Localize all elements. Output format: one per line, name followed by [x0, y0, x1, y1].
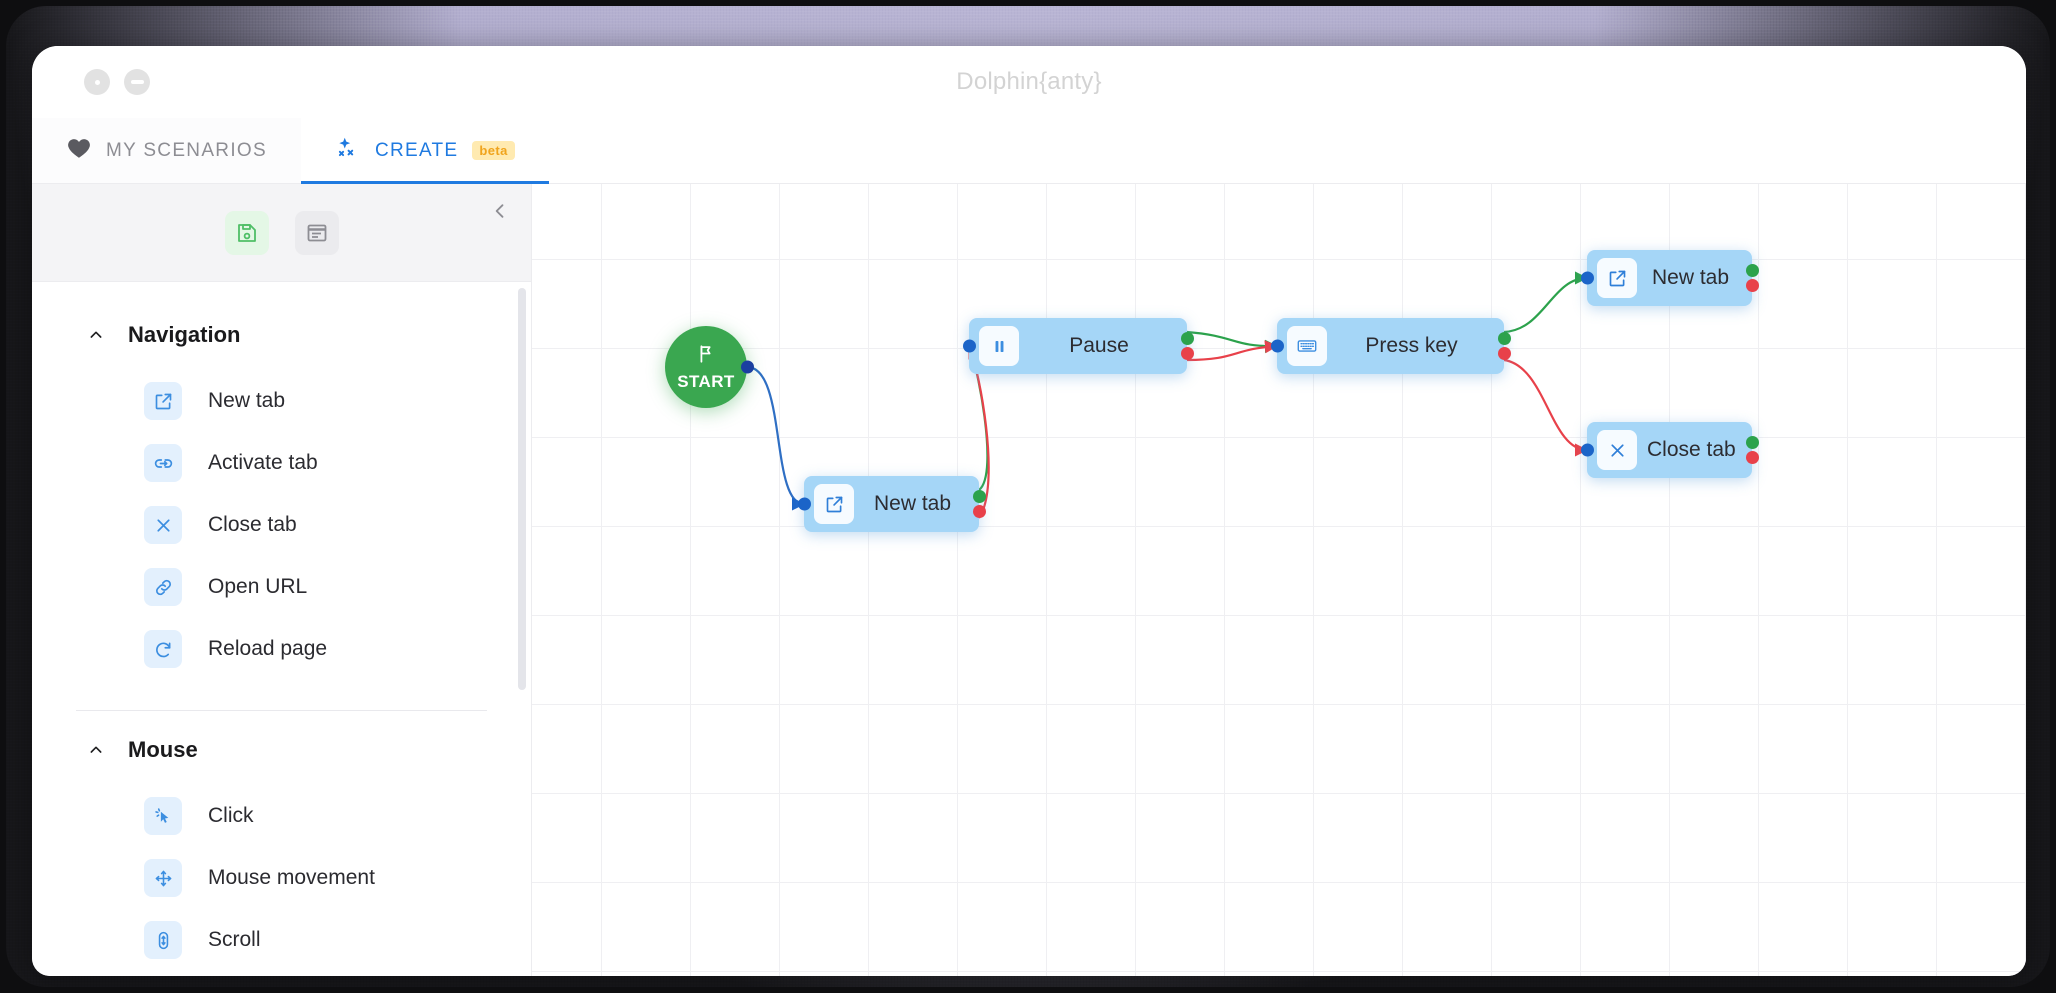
flow-node-start[interactable]: START [665, 326, 754, 408]
flow-node-close-tab[interactable]: Close tab [1580, 422, 1759, 478]
main-body: Navigation New tab [32, 184, 2026, 976]
node-failure-port[interactable] [1745, 279, 1759, 292]
refresh-icon [144, 630, 182, 668]
flow-node-new-tab-2[interactable]: New tab [1580, 250, 1759, 306]
node-success-port[interactable] [1497, 332, 1511, 345]
node-success-port[interactable] [1745, 264, 1759, 277]
node-input-port[interactable] [1270, 339, 1284, 353]
sparkle-icon [335, 135, 361, 167]
node-input-port[interactable] [1580, 443, 1594, 457]
title-bar: Dolphin{anty} [32, 46, 2026, 118]
sidebar-item-label: Open URL [208, 575, 308, 598]
sidebar-item-new-tab[interactable]: New tab [32, 370, 531, 432]
sidebar-item-reload-page[interactable]: Reload page [32, 618, 531, 680]
dot-icon [94, 79, 100, 85]
scroll-icon [144, 921, 182, 959]
chain-link-icon [144, 568, 182, 606]
sidebar-item-label: Scroll [208, 928, 261, 951]
sidebar-item-click[interactable]: Click [32, 785, 531, 847]
start-output-port[interactable] [740, 360, 754, 374]
sidebar-scroll-area[interactable]: Navigation New tab [32, 282, 531, 976]
group-title-navigation: Navigation [128, 322, 241, 347]
tab-my-scenarios-label: MY SCENARIOS [106, 139, 267, 161]
window-controls [84, 69, 150, 95]
sidebar-item-open-url[interactable]: Open URL [32, 556, 531, 618]
node-failure-port[interactable] [1180, 347, 1194, 360]
flow-node-new-tab-1[interactable]: New tab [797, 476, 986, 532]
flag-icon [695, 343, 717, 370]
window-dot-button[interactable] [84, 69, 110, 95]
cursor-click-icon [144, 797, 182, 835]
close-x-icon [144, 506, 182, 544]
node-input-port[interactable] [797, 497, 811, 511]
group-header-mouse[interactable]: Mouse [32, 723, 531, 777]
sidebar-item-label: Reload page [208, 637, 328, 660]
sidebar-scrollbar-thumb[interactable] [518, 288, 526, 690]
sidebar-item-activate-tab[interactable]: Activate tab [32, 432, 531, 494]
node-success-port[interactable] [972, 490, 986, 503]
sidebar-item-label: New tab [208, 389, 286, 412]
node-failure-port[interactable] [1745, 451, 1759, 464]
node-input-port[interactable] [1580, 271, 1594, 285]
node-success-port[interactable] [1745, 436, 1759, 449]
scenario-canvas[interactable]: START New tab [532, 184, 2026, 976]
sidebar-toolbar [32, 184, 531, 282]
group-items-navigation: New tab Activate tab [32, 362, 531, 698]
group-divider [76, 710, 487, 711]
heart-icon [66, 135, 92, 167]
app-window: Dolphin{anty} MY SCENARIOS [32, 46, 2026, 976]
beta-badge: beta [472, 141, 515, 160]
node-success-port[interactable] [1180, 332, 1194, 345]
flow-node-start-label: START [677, 371, 735, 391]
sidebar-item-close-tab[interactable]: Close tab [32, 494, 531, 556]
group-header-navigation[interactable]: Navigation [32, 308, 531, 362]
window-title: Dolphin{anty} [956, 68, 1102, 95]
sidebar-item-mouse-movement[interactable]: Mouse movement [32, 847, 531, 909]
link-arrow-icon [144, 444, 182, 482]
sidebar-item-label: Close tab [208, 513, 297, 536]
chevron-up-icon [88, 742, 104, 758]
decorative-window-frame: Dolphin{anty} MY SCENARIOS [6, 6, 2050, 987]
flow-node-label: Press key [1365, 334, 1458, 357]
sidebar-item-label: Activate tab [208, 451, 318, 474]
group-title-mouse: Mouse [128, 737, 198, 762]
flow-node-pause[interactable]: Pause [962, 318, 1194, 374]
sidebar-item-label: Mouse movement [208, 866, 375, 889]
external-link-icon [1597, 258, 1637, 298]
window-minimize-button[interactable] [124, 69, 150, 95]
keyboard-icon [1287, 326, 1327, 366]
external-link-icon [144, 382, 182, 420]
node-failure-port[interactable] [972, 505, 986, 518]
tab-create[interactable]: CREATE beta [300, 118, 549, 184]
pause-icon [979, 326, 1019, 366]
flow-node-label: Close tab [1647, 438, 1736, 461]
node-failure-port[interactable] [1497, 347, 1511, 360]
tab-my-scenarios[interactable]: MY SCENARIOS [32, 118, 301, 183]
save-scenario-button[interactable] [224, 210, 269, 255]
sidebar-item-scroll[interactable]: Scroll [32, 909, 531, 971]
sidebar-item-label: Click [208, 804, 254, 827]
minus-icon [130, 80, 144, 84]
group-items-mouse: Click [32, 777, 531, 976]
collapse-sidebar-button[interactable] [487, 198, 513, 224]
flow-node-label: New tab [1651, 266, 1730, 289]
external-link-icon [814, 484, 854, 524]
tab-strip: MY SCENARIOS CREATE beta [32, 118, 2026, 184]
flow-node-press-key[interactable]: Press key [1270, 318, 1511, 374]
close-x-icon [1597, 430, 1637, 470]
flow-edges [746, 271, 1589, 519]
flow-node-label: Pause [1069, 334, 1129, 357]
actions-sidebar: Navigation New tab [32, 184, 532, 976]
tab-create-label: CREATE [374, 139, 459, 161]
chevron-up-icon [88, 327, 104, 343]
move-arrows-icon [144, 859, 182, 897]
node-input-port[interactable] [962, 339, 976, 353]
flow-node-label: New tab [873, 492, 952, 515]
scenario-form-button[interactable] [294, 210, 339, 255]
